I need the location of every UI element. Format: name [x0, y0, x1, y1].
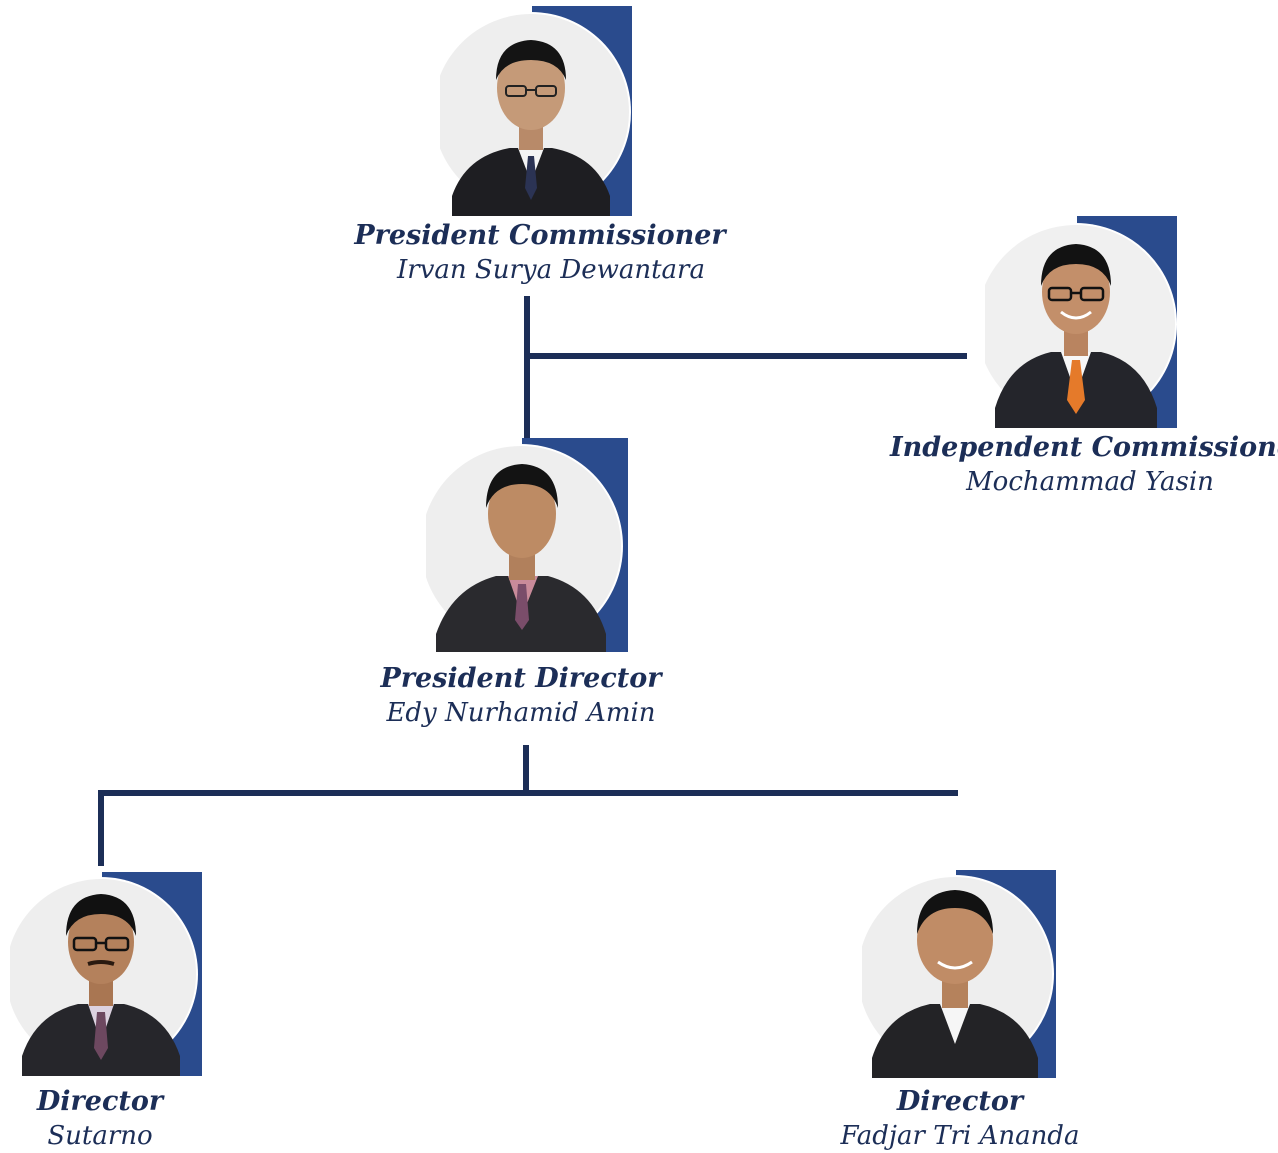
independent-commissioner-role: Independent Commissioner: [890, 432, 1278, 463]
president-director-name: Edy Nurhamid Amin: [386, 698, 656, 728]
director-2-photo: [862, 870, 1056, 1078]
president-director-role: President Director: [380, 663, 662, 694]
connector-commissioner-horizontal: [527, 353, 967, 359]
director-2-role: Director: [896, 1086, 1024, 1117]
person-portrait-icon: [985, 216, 1177, 428]
connector-director-left-drop: [98, 790, 104, 866]
president-commissioner-role: President Commissioner: [354, 220, 726, 251]
independent-commissioner-caption: Independent Commissioner Mochammad Yasin: [890, 431, 1278, 499]
connector-director-vertical: [523, 745, 529, 795]
person-portrait-icon: [10, 872, 202, 1076]
president-commissioner-caption: President Commissioner Irvan Surya Dewan…: [340, 219, 740, 287]
president-commissioner-name: Irvan Surya Dewantara: [397, 255, 705, 285]
person-portrait-icon: [862, 870, 1056, 1078]
president-director-photo: [426, 438, 628, 652]
connector-commissioner-vertical: [524, 296, 530, 438]
director-2-caption: Director Fadjar Tri Ananda: [810, 1085, 1110, 1153]
president-commissioner-photo: [440, 6, 632, 216]
connector-director-horizontal: [98, 790, 958, 796]
person-portrait-icon: [440, 6, 632, 216]
person-portrait-icon: [426, 438, 628, 652]
director-1-name: Sutarno: [47, 1121, 153, 1151]
director-1-role: Director: [36, 1086, 164, 1117]
director-1-caption: Director Sutarno: [0, 1085, 200, 1153]
president-director-caption: President Director Edy Nurhamid Amin: [321, 662, 721, 730]
independent-commissioner-name: Mochammad Yasin: [966, 467, 1214, 497]
director-1-photo: [10, 872, 202, 1076]
independent-commissioner-photo: [985, 216, 1177, 428]
director-2-name: Fadjar Tri Ananda: [840, 1121, 1080, 1151]
